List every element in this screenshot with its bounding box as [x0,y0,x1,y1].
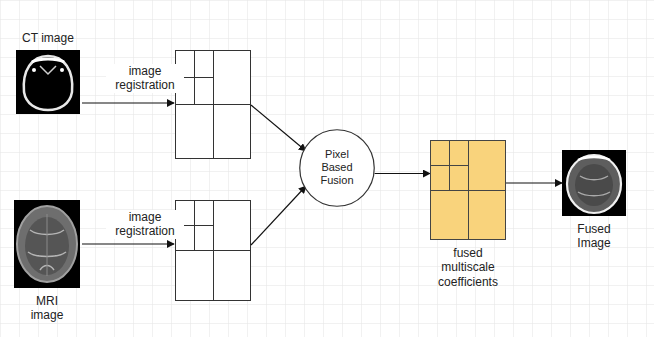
image-box: CT image [16,50,80,114]
node-label: Pixel Based Fusion [311,148,363,188]
node-label: fused multiscale coefficients [428,246,508,289]
node-label: CT image [20,31,76,45]
coefficient-arrow [251,186,306,245]
mri-image [14,200,80,288]
fused-image [562,150,626,216]
text-group: fused multiscale coefficients [428,246,508,289]
node-label: MRI image [22,294,72,323]
image-box: MRI image [14,200,80,288]
flow-arrow [506,182,562,183]
process-circle: Pixel Based Fusion [299,129,375,207]
coefficient-grid: fused multiscale coefficients [430,140,506,240]
node-label: Fused Image [569,222,619,251]
text-group: CT image [20,31,76,45]
text-group: Pixel Based Fusion [311,148,363,188]
ct-image [16,50,80,114]
flow-arrow [375,173,430,174]
text-group: Fused Image [569,222,619,251]
image-box: Fused Image [562,150,626,216]
registration-arrow [82,102,174,103]
decomposition-grid [176,201,251,301]
registration-arrow [82,243,174,244]
text-group: MRI image [22,294,72,323]
coefficient-arrow [251,105,306,151]
annotation-label: image registration [106,210,184,239]
grid-outline [430,140,506,240]
annotation-label: image registration [106,64,184,93]
decomposition-grid [176,51,251,159]
